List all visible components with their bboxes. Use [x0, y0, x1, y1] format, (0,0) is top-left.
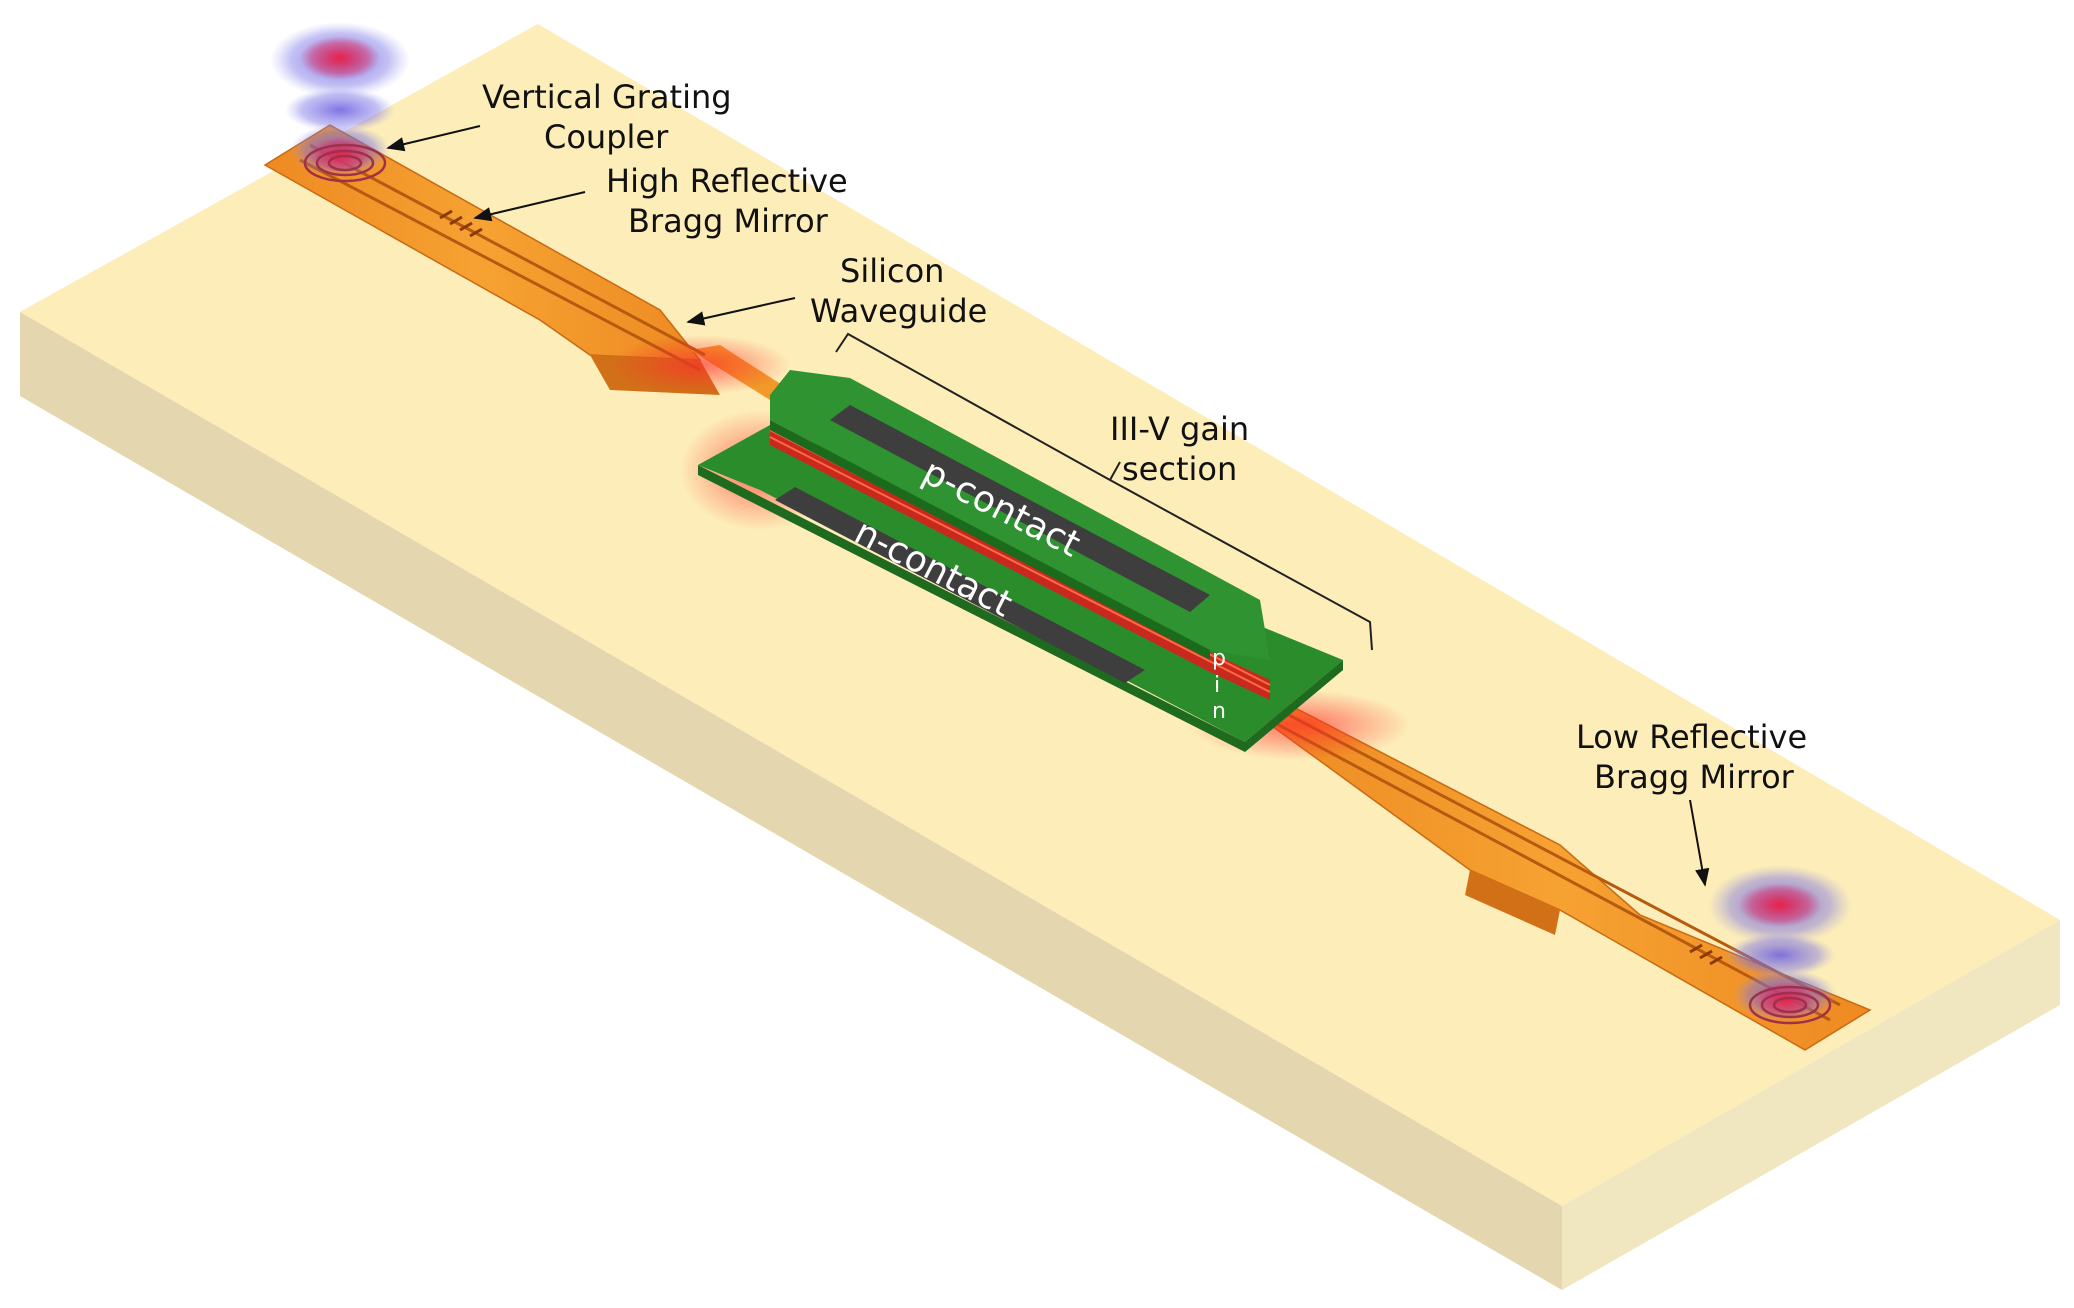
n-layer-front-edge — [698, 465, 1245, 752]
rib-line-left-2 — [309, 143, 706, 357]
label-si-line1: Silicon — [840, 252, 944, 290]
label-lr-line2: Bragg Mirror — [1594, 758, 1795, 796]
arrow-low-reflective-mirror — [1689, 799, 1710, 887]
label-grating-line1: Vertical Grating — [482, 78, 732, 116]
substrate-front-side — [20, 312, 1562, 1290]
vertical-grating-coupler-right — [1708, 865, 1852, 1025]
waveguide-right-taper-side — [1465, 870, 1560, 935]
p-contact-pad — [830, 405, 1210, 612]
gain-section-bracket — [835, 332, 1373, 651]
rib-line-left — [299, 158, 701, 372]
layer-label-n: n — [1212, 699, 1226, 724]
p-layer-front — [770, 420, 1210, 660]
label-lr-line1: Low Reflective — [1576, 718, 1807, 756]
n-layer-base — [698, 425, 1343, 742]
n-contact-pad — [775, 487, 1145, 683]
label-si-line2: Waveguide — [810, 292, 987, 330]
label-gain-line1: III-V gain — [1110, 410, 1249, 448]
n-layer-right-edge — [1245, 660, 1343, 752]
label-hr-line2: Bragg Mirror — [628, 202, 829, 240]
layer-label-i: i — [1214, 673, 1220, 698]
layer-label-p: p — [1212, 646, 1226, 671]
label-gain-line2: section — [1122, 450, 1237, 488]
arrow-silicon-waveguide — [686, 297, 796, 326]
glow-left — [610, 335, 790, 395]
vertical-grating-coupler-left — [270, 22, 410, 183]
label-grating-line2: Coupler — [544, 118, 669, 156]
high-reflective-bragg-mirror — [439, 209, 483, 238]
substrate-right-side — [1562, 920, 2060, 1290]
arrow-high-reflective-mirror — [473, 191, 586, 222]
label-hr-line1: High Reflective — [606, 162, 848, 200]
low-reflective-bragg-mirror — [1689, 943, 1723, 966]
rib-line-right — [1259, 713, 1831, 1022]
mqw-line-2 — [769, 436, 1271, 693]
arrow-grating-coupler — [386, 125, 481, 152]
